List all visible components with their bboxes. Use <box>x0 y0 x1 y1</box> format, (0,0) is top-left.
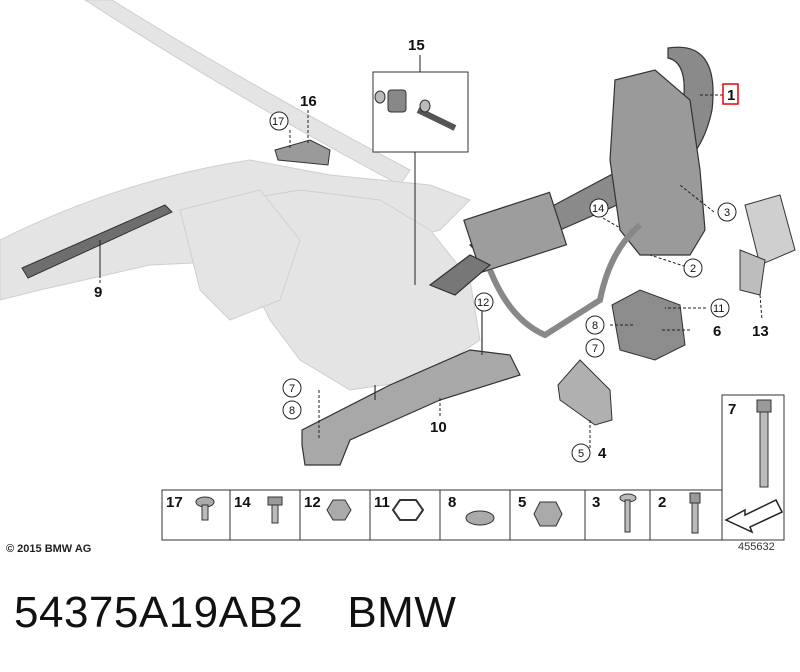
part-9-bracket <box>21 204 173 279</box>
callout-10: 10 <box>430 419 447 436</box>
circle-callout-14: 14 <box>592 203 604 215</box>
legend-14: 14 <box>234 494 251 511</box>
copyright-text: © 2015 BMW AG <box>6 543 92 555</box>
circle-callout-7b: 7 <box>289 383 295 395</box>
circle-callout-8b: 8 <box>289 405 295 417</box>
roof-frame-ghost <box>0 0 481 391</box>
part-6-bracket <box>611 289 686 361</box>
circle-callout-7a: 7 <box>592 343 598 355</box>
callout-1: 1 <box>727 87 735 104</box>
circle-callout-17: 17 <box>272 116 284 128</box>
svg-text:7: 7 <box>728 401 736 418</box>
callout-15: 15 <box>408 37 425 54</box>
callout-16: 16 <box>300 93 317 110</box>
part-code: 54375A19AB2 <box>14 588 304 637</box>
fastener-legend: 17 14 12 11 8 5 3 2 <box>161 489 784 541</box>
part-1-hinge-arm <box>428 46 714 296</box>
legend-5: 5 <box>518 494 526 511</box>
callout-9: 9 <box>94 284 102 301</box>
circle-callout-8a: 8 <box>592 320 598 332</box>
brand-name: BMW <box>347 588 457 637</box>
circled-callouts <box>269 111 737 463</box>
circle-callout-11: 11 <box>713 303 724 315</box>
link-rod <box>487 222 642 339</box>
circle-callout-2: 2 <box>690 263 696 275</box>
legend-12: 12 <box>304 494 321 511</box>
circle-callout-5: 5 <box>578 448 584 460</box>
legend-2: 2 <box>658 494 666 511</box>
part-caption: 54375A19AB2 BMW <box>14 588 500 638</box>
callout-13: 13 <box>752 323 769 340</box>
legend-11: 11 <box>374 494 390 511</box>
legend-17: 17 <box>166 494 183 511</box>
legend-3: 3 <box>592 494 600 511</box>
part-13-motor <box>739 194 796 296</box>
legend-8: 8 <box>448 494 456 511</box>
leader-lines <box>99 94 763 448</box>
part-15-kit <box>372 55 469 285</box>
part-16-bracket <box>274 139 331 166</box>
drawing-number: 455632 <box>738 541 775 553</box>
callout-4: 4 <box>598 445 607 462</box>
part-4-block <box>557 359 613 426</box>
circle-callout-3: 3 <box>724 207 730 219</box>
callout-1-box <box>722 83 739 105</box>
callout-6: 6 <box>713 323 721 340</box>
parts-diagram: 1 15 16 9 10 13 6 4 17 3 14 2 12 11 8 7 … <box>0 0 796 541</box>
circle-callout-12: 12 <box>477 297 489 309</box>
part-10-base <box>301 310 521 466</box>
